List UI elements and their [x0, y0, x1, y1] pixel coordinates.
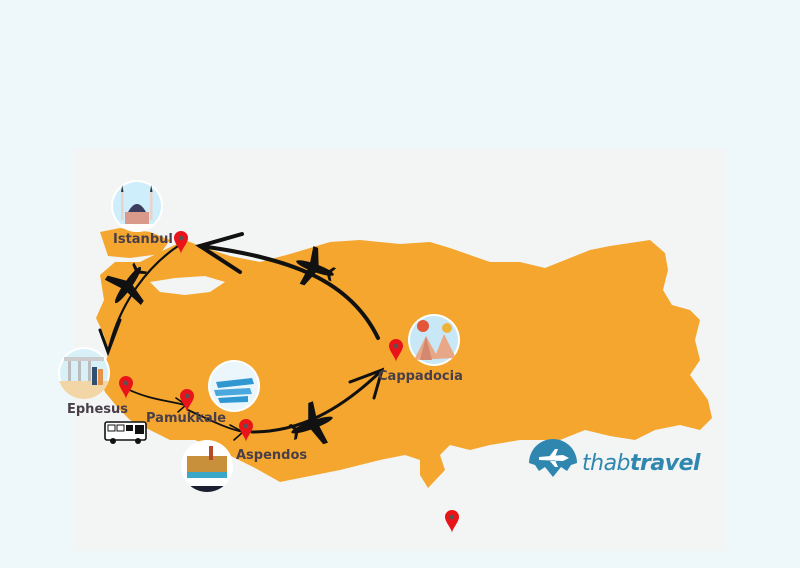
- thrace-land: [100, 228, 170, 258]
- hot-air-balloons-icon: [408, 314, 460, 366]
- airplane-icon: [104, 246, 337, 445]
- travertine-terraces-icon: [208, 360, 260, 412]
- antalya-city-icon: [181, 440, 233, 492]
- pin-cappadocia: [389, 339, 403, 362]
- arrowheads: [98, 232, 385, 400]
- label-aspendos: Aspendos: [236, 448, 308, 463]
- label-istanbul: Istanbul: [113, 232, 173, 247]
- thabtravel-logo: thabtravel: [527, 437, 701, 481]
- pin-ephesus: [119, 376, 133, 399]
- map-pins: [119, 231, 459, 533]
- ruins-tourists-icon: [58, 347, 110, 399]
- marmara-sea: [150, 276, 225, 295]
- label-cappadocia: Cappadocia: [378, 369, 463, 384]
- logo-plane-globe-icon: [529, 439, 577, 477]
- mosque-icon: [111, 180, 163, 232]
- pin-pamukkale: [180, 389, 194, 412]
- label-ephesus: Ephesus: [67, 402, 128, 417]
- label-pamukkale: Pamukkale: [146, 411, 227, 426]
- pin-offshore: [445, 510, 459, 533]
- bus-icon: [104, 421, 147, 444]
- pin-istanbul: [174, 231, 188, 254]
- brand-name: thabtravel: [582, 451, 701, 476]
- pin-aspendos: [239, 419, 253, 442]
